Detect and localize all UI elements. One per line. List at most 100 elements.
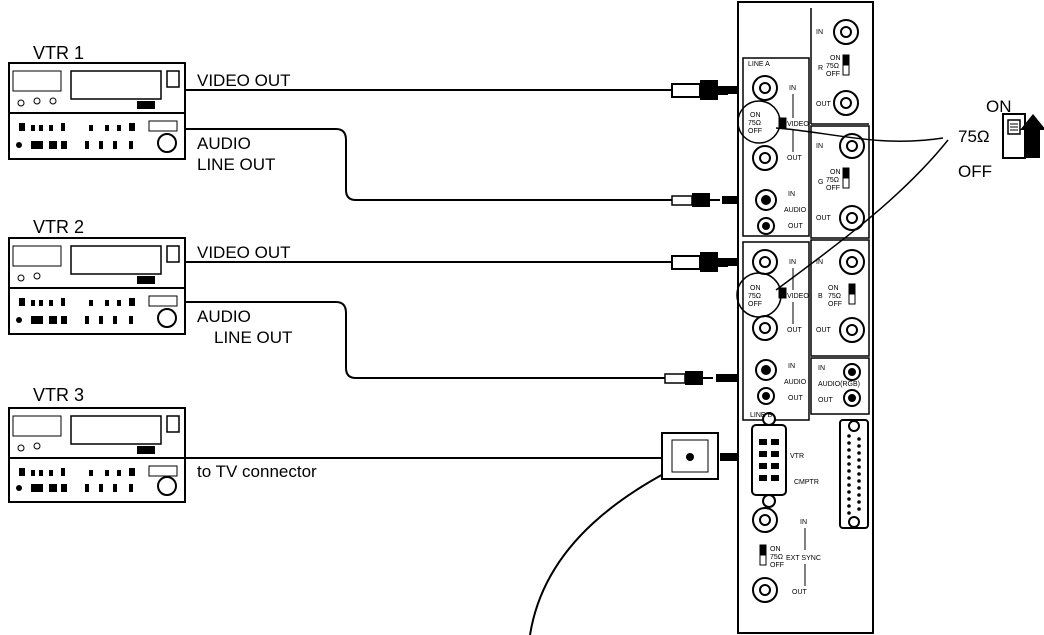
switch-detail <box>1002 113 1044 159</box>
vtr3-tv-connector-label: to TV connector <box>197 462 317 481</box>
rca-plug-1 <box>671 193 720 207</box>
label-rgb-out: OUT <box>818 397 834 404</box>
vtr-dsub-connector <box>751 412 787 508</box>
label-in-audio-a: IN <box>788 191 795 198</box>
label-out-audio-a: OUT <box>788 223 804 230</box>
label-in-b: IN <box>789 259 796 266</box>
switch-detail-on: ON <box>986 97 1012 116</box>
label-cmptr-port: CMPTR <box>794 479 819 486</box>
label-rgb-in: IN <box>818 365 825 372</box>
r-in-jack <box>833 19 859 45</box>
label-g: G <box>818 179 823 186</box>
line-b-video-in-jack <box>752 249 778 275</box>
vtr-deck-1 <box>8 62 186 160</box>
g-in-jack <box>839 133 865 159</box>
label-b-on: ON <box>828 285 839 292</box>
label-g-75: 75Ω <box>826 177 839 184</box>
vtr1-video-out-label: VIDEO OUT <box>197 71 291 90</box>
label-line-b: LINE B <box>750 412 773 419</box>
vtr1-audio-label: AUDIO <box>197 134 251 153</box>
g-out-jack <box>839 205 865 231</box>
label-75-a: 75Ω <box>748 120 761 127</box>
label-g-off: OFF <box>826 185 840 192</box>
label-ext-off: OFF <box>770 562 784 569</box>
vtr2-label: VTR 2 <box>33 217 85 237</box>
label-ext-sync: EXT SYNC <box>786 555 821 562</box>
label-ext-75: 75Ω <box>770 554 783 561</box>
label-off-a: OFF <box>748 128 762 135</box>
ext-sync-in-jack <box>752 507 778 533</box>
vtr1-label: VTR 1 <box>33 43 85 63</box>
switch-detail-75: 75Ω <box>958 127 990 146</box>
label-ext-out: OUT <box>792 589 808 596</box>
vtr-deck-3 <box>8 407 186 503</box>
label-video-b: VIDEO <box>787 293 809 300</box>
label-video-a: VIDEO <box>787 121 809 128</box>
switch-direction-arrow-icon <box>1020 114 1044 158</box>
loose-cable <box>529 459 691 635</box>
line-b-video-out-jack <box>752 315 778 341</box>
vtr3-label: VTR 3 <box>33 385 85 405</box>
rca-plug-2 <box>664 371 713 385</box>
label-in-a: IN <box>789 85 796 92</box>
bnc-plug-1 <box>671 80 728 100</box>
label-b: B <box>818 293 823 300</box>
label-r-in: IN <box>816 29 823 36</box>
r-out-jack <box>833 90 859 116</box>
rear-panel: LINE A LINE B IN VIDEO OUT IN AUDIO OUT … <box>736 1 874 634</box>
dsub-adapter <box>661 432 719 480</box>
label-ext-in: IN <box>800 519 807 526</box>
cmptr-dsub-connector <box>839 419 869 529</box>
label-b-75: 75Ω <box>828 293 841 300</box>
label-on-a: ON <box>750 112 761 119</box>
label-b-out: OUT <box>816 327 832 334</box>
label-out-b: OUT <box>787 327 803 334</box>
vtr2-line-out-label: LINE OUT <box>214 328 293 347</box>
label-75-b: 75Ω <box>748 293 761 300</box>
label-ext-on: ON <box>770 546 781 553</box>
label-r-out: OUT <box>816 101 832 108</box>
label-b-in: IN <box>816 259 823 266</box>
label-line-a: LINE A <box>748 61 770 68</box>
vtr1-audio-cable <box>186 128 672 201</box>
label-in-audio-b: IN <box>788 363 795 370</box>
label-g-in: IN <box>816 143 823 150</box>
leader-lines <box>775 127 949 291</box>
ext-sync-out-jack <box>752 577 778 603</box>
rgb-audio-in-jack <box>843 363 861 381</box>
line-a-audio-in-jack <box>755 189 777 211</box>
bnc-plug-2 <box>671 252 728 272</box>
label-on-b: ON <box>750 285 761 292</box>
switch-detail-off: OFF <box>958 162 992 181</box>
label-r-on: ON <box>830 55 841 62</box>
vtr1-line-out-label: LINE OUT <box>197 155 276 174</box>
label-r-off: OFF <box>826 71 840 78</box>
line-a-video-out-jack <box>752 145 778 171</box>
line-a-audio-out-jack <box>757 217 775 235</box>
label-g-on: ON <box>830 169 841 176</box>
label-g-out: OUT <box>816 215 832 222</box>
label-out-a: OUT <box>787 155 803 162</box>
vtr2-video-out-label: VIDEO OUT <box>197 243 291 262</box>
highlight-circle-line-a <box>737 100 781 144</box>
line-a-video-in-jack <box>752 75 778 101</box>
highlight-circle-line-b <box>736 272 782 318</box>
b-in-jack <box>839 249 865 275</box>
vtr-deck-2 <box>8 237 186 335</box>
label-out-audio-b: OUT <box>788 395 804 402</box>
label-audio-rgb: AUDIO(RGB) <box>818 381 860 388</box>
vtr2-audio-cable <box>186 301 665 379</box>
b-out-jack <box>839 317 865 343</box>
label-audio-b: AUDIO <box>784 379 807 386</box>
label-off-b: OFF <box>748 301 762 308</box>
label-audio-a: AUDIO <box>784 207 807 214</box>
line-b-audio-in-jack <box>755 359 777 381</box>
label-vtr-port: VTR <box>790 453 804 460</box>
vtr2-audio-label: AUDIO <box>197 307 251 326</box>
line-b-audio-out-jack <box>757 387 775 405</box>
label-b-off: OFF <box>828 301 842 308</box>
label-r-75: 75Ω <box>826 63 839 70</box>
label-r: R <box>818 65 823 72</box>
rgb-audio-out-jack <box>843 389 861 407</box>
